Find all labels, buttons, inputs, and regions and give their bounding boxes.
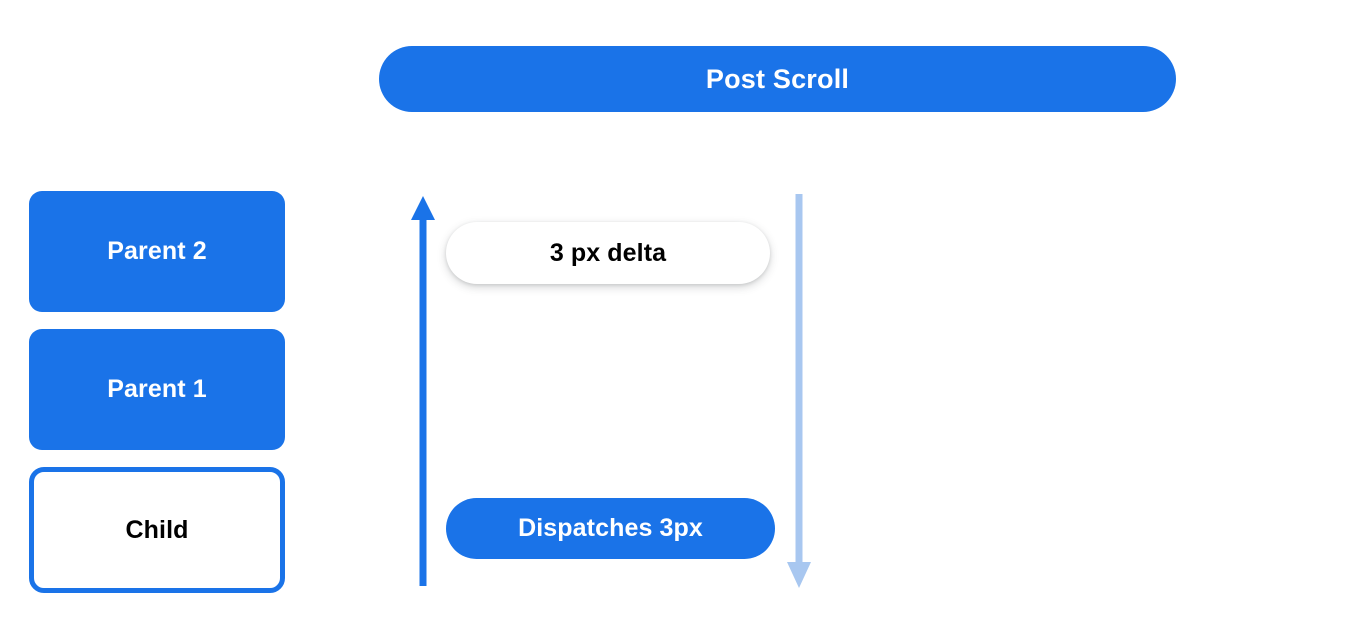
node-parent-2[interactable]: Parent 2 [29,191,285,312]
diagram-title-pill: Post Scroll [379,46,1176,112]
node-child[interactable]: Child [29,467,285,593]
node-label: Child [125,515,189,544]
annotation-dispatch-pill: Dispatches 3px [446,498,775,559]
annotation-label: 3 px delta [549,238,667,267]
arrow-up-icon [411,196,435,586]
node-label: Parent 2 [107,237,207,265]
annotation-label: Dispatches 3px [518,514,703,542]
arrow-down-icon [787,194,811,588]
annotation-delta-pill: 3 px delta [446,222,770,284]
page-title: Post Scroll [705,63,850,94]
node-label: Parent 1 [107,375,207,403]
node-parent-1[interactable]: Parent 1 [29,329,285,450]
